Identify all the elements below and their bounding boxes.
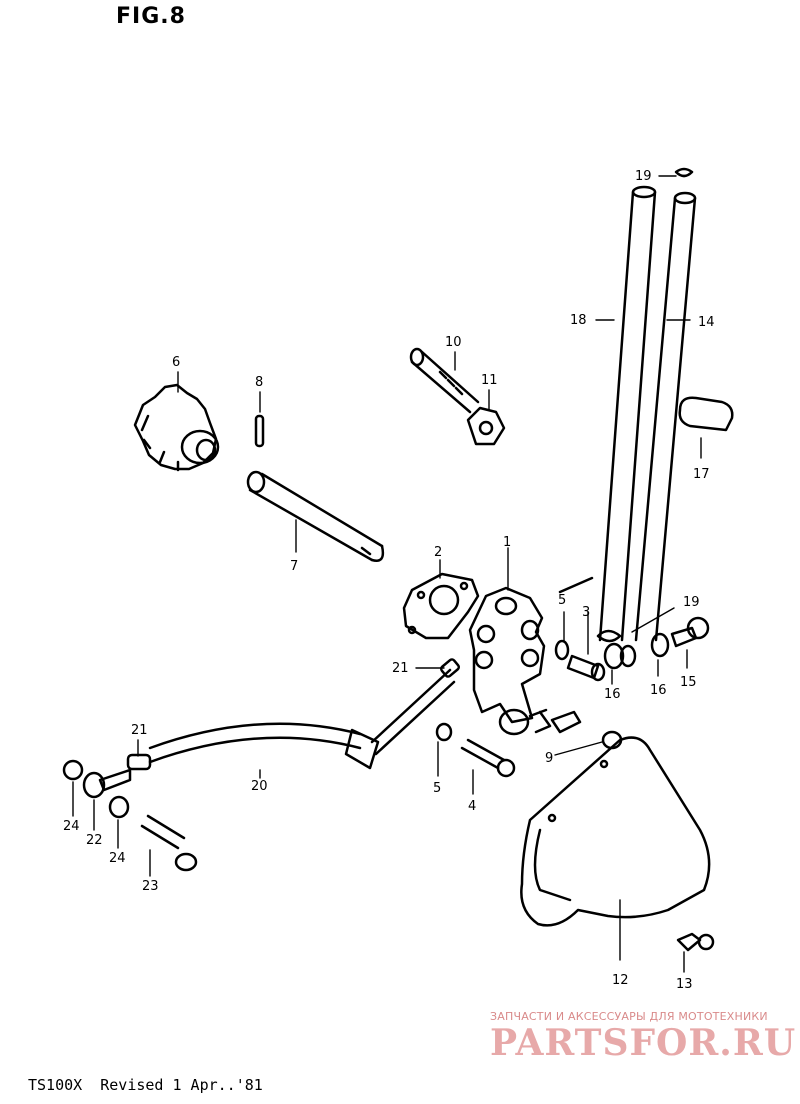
- callout-22: 22: [86, 833, 103, 848]
- banjo-bolt-3: [566, 654, 606, 682]
- gasket-2: [402, 572, 480, 640]
- callout-18: 18: [570, 313, 587, 328]
- callout-8: 8: [255, 375, 263, 390]
- bolt-10: [409, 347, 480, 414]
- callout-16-right: 16: [650, 683, 667, 698]
- callout-16-left: 16: [604, 687, 621, 702]
- callout-24-upper: 24: [63, 819, 80, 834]
- callout-5-upper: 5: [558, 593, 566, 608]
- callout-24-lower: 24: [109, 851, 126, 866]
- bolt-15: [670, 616, 710, 648]
- callout-13: 13: [676, 977, 693, 992]
- callout-5-lower: 5: [433, 781, 441, 796]
- callout-17: 17: [693, 467, 710, 482]
- nut-11: [466, 406, 506, 446]
- watermark-tagline: ЗАПЧАСТИ И АКСЕССУАРЫ ДЛЯ МОТОТЕХНИКИ: [490, 1010, 768, 1023]
- bolt-4: [460, 738, 516, 778]
- callout-19-lower: 19: [683, 595, 700, 610]
- callout-11: 11: [481, 373, 498, 388]
- callout-2: 2: [434, 545, 442, 560]
- callout-21-left: 21: [131, 723, 148, 738]
- callout-14: 14: [698, 315, 715, 330]
- revision-footer: TS100X Revised 1 Apr..'81: [28, 1076, 263, 1094]
- washer-5-lower: [435, 722, 453, 742]
- clip-21-left: [126, 753, 152, 771]
- pin-8: [254, 414, 265, 448]
- clip-19-top: [674, 167, 694, 178]
- oil-pump-body: [468, 576, 594, 736]
- clip-19-lower: [596, 629, 622, 643]
- cover-12: [520, 736, 711, 927]
- hose-20: [148, 668, 456, 770]
- gear-6: [133, 383, 220, 472]
- grommet-9: [601, 730, 623, 750]
- nozzle-22: [82, 768, 132, 799]
- washer-16-left: [603, 642, 637, 670]
- callout-19-top: 19: [635, 169, 652, 184]
- clip-21-right: [439, 658, 461, 678]
- washer-24-upper: [62, 759, 84, 781]
- callout-21-right: 21: [392, 661, 409, 676]
- hose-14: [634, 191, 697, 642]
- bolt-23: [140, 814, 198, 872]
- callout-23: 23: [142, 879, 159, 894]
- callout-12: 12: [612, 973, 629, 988]
- callout-6: 6: [172, 355, 180, 370]
- figure-title: FIG.8: [116, 4, 186, 29]
- callout-15: 15: [680, 675, 697, 690]
- callout-20: 20: [251, 779, 268, 794]
- callout-7: 7: [290, 559, 298, 574]
- callout-1: 1: [503, 535, 511, 550]
- callout-4: 4: [468, 799, 476, 814]
- callout-9: 9: [545, 751, 553, 766]
- washer-24-lower: [108, 795, 130, 819]
- callout-10: 10: [445, 335, 462, 350]
- watermark-logo: PARTSFOR.RU: [490, 1022, 797, 1064]
- block-17: [678, 396, 734, 432]
- shaft-7: [246, 470, 385, 562]
- hose-18: [598, 185, 657, 642]
- washer-5-upper: [554, 639, 570, 661]
- callout-3: 3: [582, 605, 590, 620]
- washer-16-right: [650, 632, 670, 658]
- bolt-13: [676, 932, 715, 952]
